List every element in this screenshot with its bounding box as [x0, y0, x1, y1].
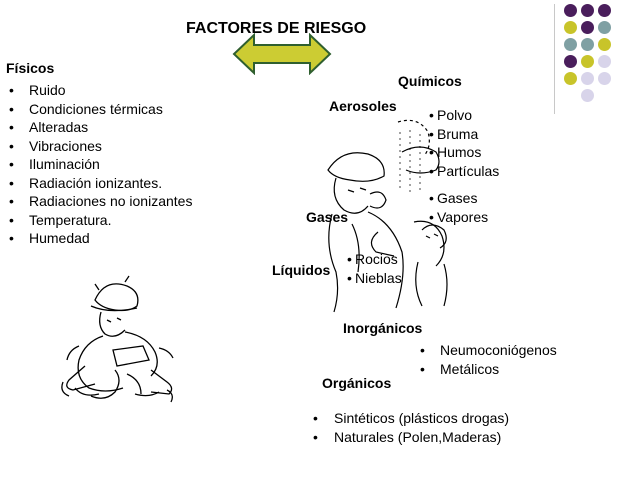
- organicos-list: Sintéticos (plásticos drogas) Naturales …: [310, 409, 610, 446]
- list-item: Vibraciones: [6, 137, 236, 156]
- divider-line: [554, 4, 555, 114]
- liquidos-list: Rocios Nieblas: [347, 250, 447, 287]
- list-item: Vapores: [429, 208, 549, 227]
- list-item: Bruma: [429, 125, 549, 144]
- liquidos-label: Líquidos: [272, 262, 331, 278]
- aerosoles-label: Aerosoles: [329, 98, 397, 114]
- list-item: Naturales (Polen,Maderas): [310, 428, 610, 447]
- fisicos-list: Ruido Condiciones térmicas Alteradas Vib…: [6, 81, 236, 248]
- list-item: Condiciones térmicas: [6, 100, 236, 119]
- inorganicos-list: Neumoconiógenos Metálicos: [417, 341, 617, 378]
- list-item: Humos: [429, 143, 549, 162]
- list-item: Radiación ionizantes.: [6, 174, 236, 193]
- list-item: Radiaciones no ionizantes: [6, 192, 236, 211]
- organicos-label: Orgánicos: [322, 375, 392, 391]
- list-item: Rocios: [347, 250, 447, 269]
- list-item: Polvo: [429, 106, 549, 125]
- list-item: Sintéticos (plásticos drogas): [310, 409, 610, 428]
- list-item: Metálicos: [417, 360, 617, 379]
- worker-illustration: [61, 275, 174, 403]
- page-title: FACTORES DE RIESGO: [186, 20, 367, 37]
- quimicos-heading: Químicos: [398, 73, 462, 89]
- aerosoles-list: Polvo Bruma Humos Partículas: [429, 106, 549, 180]
- list-item: Ruido: [6, 81, 236, 100]
- list-item: Neumoconiógenos: [417, 341, 617, 360]
- gases-label: Gases: [306, 209, 349, 225]
- list-item: Humedad: [6, 229, 236, 248]
- fisicos-heading: Físicos: [6, 60, 55, 76]
- list-item: Nieblas: [347, 269, 447, 288]
- double-arrow-icon: [232, 33, 332, 75]
- inorganicos-label: Inorgánicos: [343, 320, 423, 336]
- list-item: Iluminación: [6, 155, 236, 174]
- gases-list: Gases Vapores: [429, 189, 549, 226]
- list-item: Alteradas: [6, 118, 236, 137]
- list-item: Temperatura.: [6, 211, 236, 230]
- list-item: Partículas: [429, 162, 549, 181]
- list-item: Gases: [429, 189, 549, 208]
